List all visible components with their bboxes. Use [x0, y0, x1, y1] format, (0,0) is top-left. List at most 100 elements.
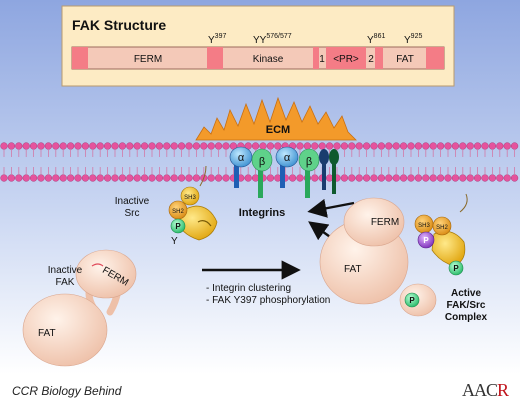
lipid-head	[311, 142, 319, 150]
aacr-logo: AACR	[461, 380, 509, 401]
inactive-src-label-line1: Inactive	[115, 196, 150, 207]
lipid-head	[215, 142, 223, 150]
lipid-head	[133, 142, 141, 150]
lipid-head	[326, 174, 334, 182]
domain-linker-1: 1	[319, 54, 325, 65]
lipid-head	[148, 142, 156, 150]
lipid-head	[466, 142, 474, 150]
lipid-head	[503, 174, 511, 182]
lipid-head	[407, 142, 415, 150]
lipid-head	[303, 142, 312, 150]
lipid-head	[444, 174, 452, 182]
lipid-head	[200, 142, 208, 150]
lipid-head	[215, 174, 223, 182]
lipid-head	[148, 174, 156, 182]
active-src-p-green: P	[453, 264, 459, 273]
lipid-head	[163, 142, 171, 150]
lipid-head	[459, 174, 467, 182]
inactive-src-p: P	[175, 222, 181, 231]
lipid-head	[141, 142, 149, 150]
lipid-head	[96, 142, 104, 150]
lipid-head	[355, 142, 363, 150]
arrow-src-to-integrins	[307, 198, 355, 218]
lipid-head	[59, 174, 67, 182]
lipid-head	[510, 142, 519, 150]
active-label-line1: Active	[451, 288, 481, 299]
inactive-fak-label-line2: FAK	[56, 277, 75, 288]
lipid-head	[459, 142, 467, 150]
lipid-head	[22, 174, 30, 182]
lipid-head	[118, 142, 127, 150]
inactive-src-sh2: SH2	[172, 209, 184, 215]
inactive-fak-fat-lobe	[22, 293, 108, 367]
alpha-subunit-1: α	[238, 152, 245, 164]
lipid-head	[355, 174, 363, 182]
lipid-head	[385, 174, 393, 182]
lipid-head	[407, 174, 415, 182]
lipid-head	[414, 142, 423, 150]
lipid-head	[74, 142, 82, 150]
lipid-head	[192, 142, 201, 150]
lipid-head	[422, 174, 430, 182]
lipid-head	[422, 142, 430, 150]
lipid-head	[311, 174, 319, 182]
lipid-head	[37, 174, 45, 182]
active-src-p-purple: P	[423, 236, 429, 245]
lipid-head	[96, 174, 104, 182]
lipid-head	[481, 174, 489, 182]
lipid-head	[244, 174, 252, 182]
lipid-head	[66, 142, 75, 150]
lipid-head	[155, 142, 164, 150]
lipid-head	[488, 142, 497, 150]
lipid-head	[259, 142, 267, 150]
lipid-head	[126, 174, 134, 182]
lipid-head	[274, 142, 282, 150]
site-y925: Y925	[404, 33, 422, 46]
lipid-head	[66, 174, 75, 182]
lipid-head	[89, 174, 97, 182]
lipid-bilayer	[0, 142, 519, 182]
inactive-src-y: Y	[171, 236, 178, 247]
lipid-head	[266, 174, 275, 182]
lipid-head	[377, 174, 386, 182]
process-line1: - Integrin clustering	[206, 283, 291, 294]
domain-pr: <PR>	[333, 54, 359, 65]
site-y861: Y861	[367, 33, 385, 46]
lipid-head	[503, 142, 511, 150]
inactive-src-sh3: SH3	[184, 195, 196, 201]
lipid-head	[7, 142, 15, 150]
lipid-head	[22, 142, 30, 150]
lipid-head	[103, 142, 112, 150]
lipid-head	[81, 142, 90, 150]
lipid-head	[252, 142, 260, 150]
active-src-sh2: SH2	[436, 225, 448, 231]
footer-text: CCR Biology Behind	[12, 384, 122, 398]
inactive-fak-label-line1: Inactive	[48, 265, 83, 276]
lipid-head	[385, 142, 393, 150]
lipid-head	[377, 142, 386, 150]
process-line2: - FAK Y397 phosphorylation	[206, 295, 330, 306]
active-label-line3: Complex	[445, 312, 488, 323]
ecm: ECM	[195, 96, 357, 141]
lipid-head	[474, 174, 482, 182]
lipid-head	[466, 174, 474, 182]
lipid-head	[266, 142, 275, 150]
inactive-fak-fat: FAT	[38, 328, 56, 339]
alpha-subunit-2: α	[284, 152, 291, 164]
lipid-head	[7, 174, 15, 182]
lipid-head	[437, 174, 445, 182]
lipid-head	[81, 174, 90, 182]
lipid-head	[348, 174, 356, 182]
lipid-head	[89, 142, 97, 150]
lipid-head	[0, 174, 8, 182]
aacr-logo-main: AAC	[461, 380, 498, 400]
lipid-head	[392, 142, 400, 150]
lipid-head	[141, 174, 149, 182]
lipid-head	[429, 174, 437, 182]
lipid-head	[207, 142, 215, 150]
lipid-head	[44, 142, 53, 150]
lipid-head	[510, 174, 519, 182]
lipid-head	[370, 174, 378, 182]
ecm-label: ECM	[266, 124, 290, 136]
site-y397: Y397	[208, 33, 226, 46]
